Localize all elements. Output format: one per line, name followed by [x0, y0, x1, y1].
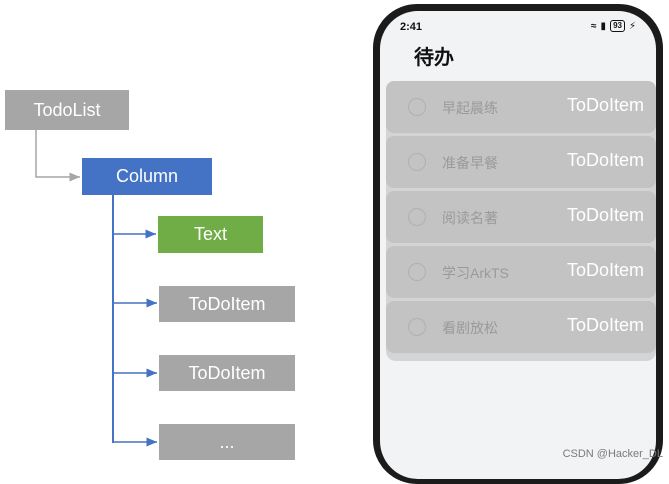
- task-label: 学习ArkTS: [442, 265, 509, 281]
- checkbox-circle-icon[interactable]: [408, 208, 426, 226]
- page-title: 待办: [414, 47, 454, 69]
- charging-icon: ⚡: [628, 20, 636, 32]
- todo-list: 早起晨练 ToDoItem 准备早餐 ToDoItem 阅读名著 ToDoIte…: [386, 81, 656, 361]
- list-item[interactable]: 学习ArkTS ToDoItem: [386, 246, 656, 298]
- wifi-icon: ≈: [591, 20, 597, 32]
- checkbox-circle-icon[interactable]: [408, 98, 426, 116]
- todoitem-overlay-label: ToDoItem: [566, 260, 644, 280]
- sim-icon: ▮: [600, 20, 607, 32]
- status-time: 2:41: [400, 21, 423, 33]
- todoitem-overlay-label: ToDoItem: [566, 150, 644, 170]
- text-node: Text: [158, 216, 263, 253]
- watermark: CSDN @Hacker_DL: [562, 448, 663, 460]
- todoitem-node: ToDoItem: [159, 355, 295, 391]
- checkbox-circle-icon[interactable]: [408, 263, 426, 281]
- phone-frame: 2:41 ≈ ▮ 93 ⚡ 待办 早起晨练 ToDoItem 准备早餐 ToDo…: [373, 4, 663, 484]
- more-node: ...: [159, 424, 295, 460]
- checkbox-circle-icon[interactable]: [408, 153, 426, 171]
- phone-screen: 2:41 ≈ ▮ 93 ⚡ 待办 早起晨练 ToDoItem 准备早餐 ToDo…: [380, 11, 656, 479]
- status-bar: 2:41 ≈ ▮ 93 ⚡: [380, 19, 656, 35]
- todoitem-overlay-label: ToDoItem: [566, 95, 644, 115]
- list-item[interactable]: 早起晨练 ToDoItem: [386, 81, 656, 133]
- todoitem-node: ToDoItem: [159, 286, 295, 322]
- battery-icon: 93: [610, 20, 625, 32]
- connector-lines: [35, 130, 157, 447]
- checkbox-circle-icon[interactable]: [408, 318, 426, 336]
- task-label: 看剧放松: [442, 320, 498, 336]
- todoitem-overlay-label: ToDoItem: [566, 205, 644, 225]
- task-label: 早起晨练: [442, 100, 498, 116]
- todolist-node: TodoList: [5, 90, 129, 130]
- list-item[interactable]: 阅读名著 ToDoItem: [386, 191, 656, 243]
- column-node: Column: [82, 158, 212, 195]
- todoitem-overlay-label: ToDoItem: [566, 315, 644, 335]
- task-label: 阅读名著: [442, 210, 498, 226]
- root-to-column-connector: [35, 130, 80, 182]
- list-item[interactable]: 看剧放松 ToDoItem: [386, 301, 656, 353]
- list-item[interactable]: 准备早餐 ToDoItem: [386, 136, 656, 188]
- task-label: 准备早餐: [442, 155, 498, 171]
- status-icons: ≈ ▮ 93 ⚡: [591, 20, 636, 32]
